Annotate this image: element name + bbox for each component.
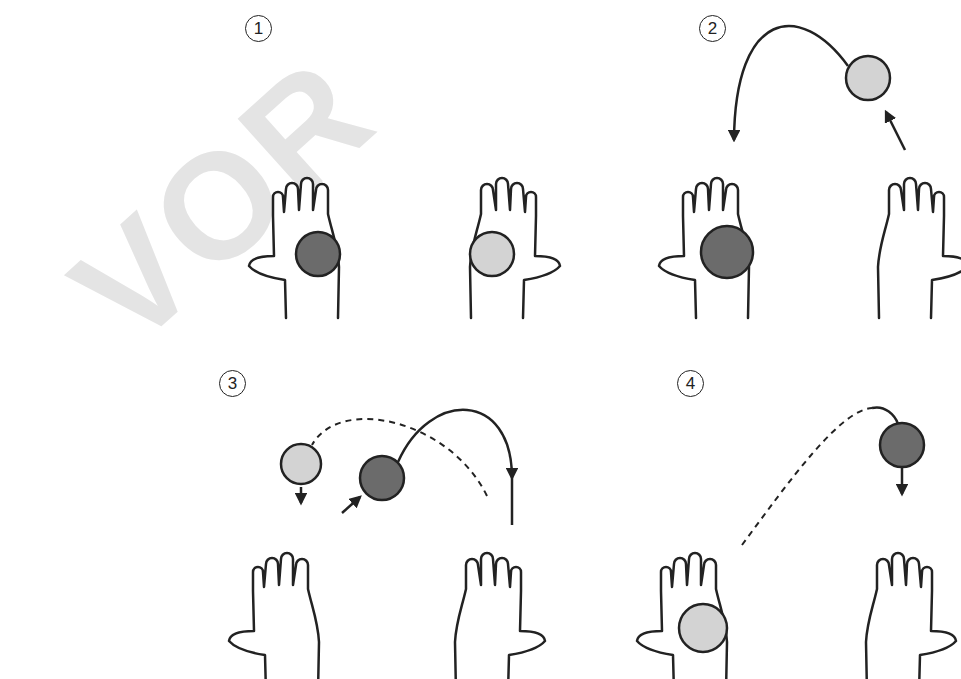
callout-number: 4 — [686, 375, 695, 392]
callout-number: 3 — [228, 375, 237, 392]
dark-ball — [296, 232, 340, 276]
light-ball — [281, 444, 321, 484]
dark-ball — [701, 226, 753, 278]
left-hand — [249, 178, 339, 318]
light-ball — [679, 604, 727, 652]
dark-ball — [880, 423, 924, 467]
flight-arc — [398, 410, 512, 478]
step-number: 2 — [699, 15, 726, 42]
right-hand — [455, 553, 545, 679]
left-hand — [637, 553, 727, 679]
catch-arrow — [300, 487, 303, 503]
right-hand — [866, 553, 956, 679]
light-ball — [470, 232, 514, 276]
step-number: 1 — [245, 15, 272, 42]
step-number: 4 — [677, 370, 704, 397]
throw-arrow — [342, 497, 360, 513]
callout-number: 2 — [708, 20, 717, 37]
right-hand — [470, 178, 560, 318]
light-ball — [846, 56, 890, 100]
left-hand — [229, 553, 319, 679]
flight-arc — [872, 407, 898, 424]
flight-arc — [734, 26, 848, 140]
callout-number: 1 — [254, 20, 263, 37]
dark-ball — [360, 456, 404, 500]
dashed-flight-arc — [742, 408, 872, 545]
throw-arrow — [886, 112, 905, 150]
watermark: VOR — [40, 24, 406, 378]
flight-arc — [511, 478, 514, 525]
catch-arrow — [901, 468, 904, 494]
right-hand — [878, 178, 961, 318]
step-number: 3 — [219, 370, 246, 397]
